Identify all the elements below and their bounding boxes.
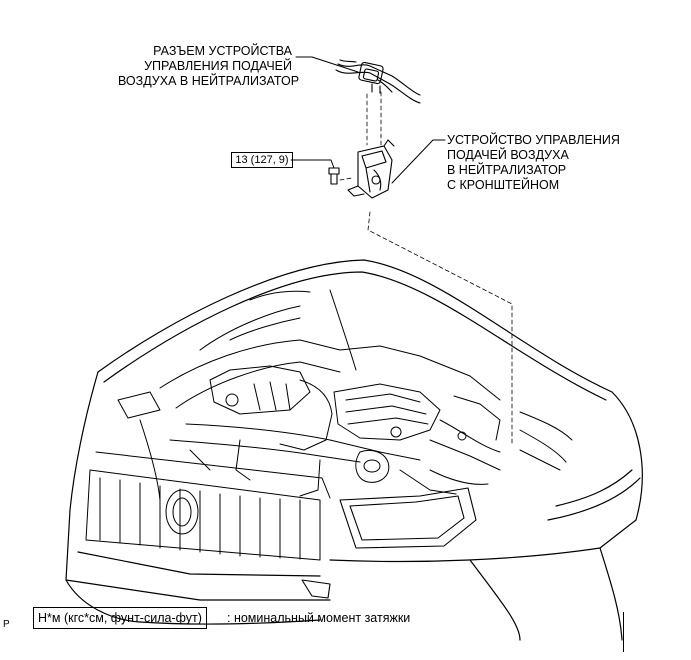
connector-part <box>335 59 421 104</box>
connector-callout-line-2: УПРАВЛЕНИЯ ПОДАЧЕЙ <box>144 59 292 73</box>
device-callout: УСТРОЙСТВО УПРАВЛЕНИЯ ПОДАЧЕЙ ВОЗДУХА В … <box>447 133 620 193</box>
air-control-device <box>347 139 395 199</box>
device-callout-line-3: В НЕЙТРАЛИЗАТОР <box>447 163 567 177</box>
leader-lines <box>290 56 446 184</box>
vehicle-body <box>65 259 643 641</box>
grille <box>85 451 331 561</box>
alignment-lines <box>339 91 513 446</box>
device-callout-line-4: С КРОНШТЕЙНОМ <box>447 178 560 192</box>
bolt <box>328 167 340 185</box>
connector-callout: РАЗЪЕМ УСТРОЙСТВА УПРАВЛЕНИЯ ПОДАЧЕЙ ВОЗ… <box>118 44 300 89</box>
engine-components <box>117 289 573 501</box>
edge-divider <box>623 612 624 652</box>
torque-value-box: 13 (127, 9) <box>231 152 293 168</box>
device-callout-line-1: УСТРОЙСТВО УПРАВЛЕНИЯ <box>447 133 620 147</box>
page-code: P <box>3 619 10 630</box>
device-callout-line-2: ПОДАЧЕЙ ВОЗДУХА <box>447 148 569 162</box>
torque-units-legend: Н*м (кгс*см, фунт-сила-фут) <box>33 607 207 629</box>
connector-callout-line-1: РАЗЪЕМ УСТРОЙСТВА <box>153 44 292 58</box>
connector-callout-line-3: ВОЗДУХА В НЕЙТРАЛИЗАТОР <box>118 74 300 88</box>
torque-legend-description: : номинальный момент затяжки <box>227 611 411 625</box>
headlights <box>301 487 477 599</box>
